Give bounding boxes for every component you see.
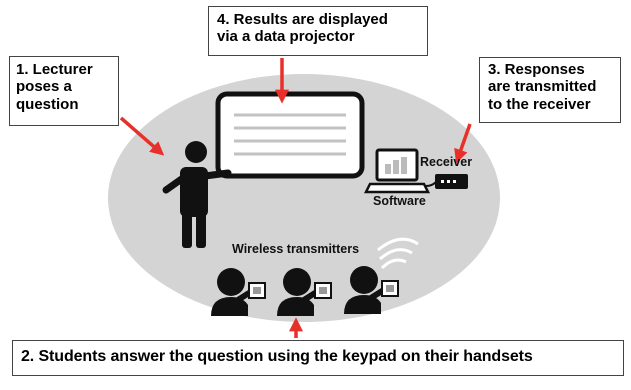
- callout-results: 4. Results are displayed via a data proj…: [208, 6, 428, 56]
- laptop-icon: [363, 148, 437, 194]
- callout-responses: 3. Responses are transmitted to the rece…: [479, 57, 621, 123]
- software-label: Software: [373, 194, 426, 208]
- person-pointing-icon: [162, 141, 232, 248]
- callout-lecturer: 1. Lecturer poses a question: [9, 56, 119, 126]
- projector-screen-icon: [215, 91, 365, 179]
- callout-results-line: via a data projector: [217, 28, 355, 46]
- callout-students: 2. Students answer the question using th…: [12, 340, 624, 376]
- wireless-transmitters-label: Wireless transmitters: [232, 242, 360, 256]
- student-with-handset-icon: [344, 266, 399, 314]
- callout-students-text: 2. Students answer the question using th…: [21, 348, 533, 365]
- callout-responses-line: 3. Responses: [488, 61, 585, 78]
- arrow-receiver: [454, 123, 472, 164]
- callout-lecturer-line: poses a: [16, 78, 72, 96]
- student-with-handset-icon: [277, 268, 332, 316]
- student-with-handset-icon: [211, 268, 266, 316]
- callout-results-line: 4. Results are displayed: [217, 11, 388, 28]
- callout-lecturer-line: question: [16, 95, 79, 113]
- wireless-signal-icon: [377, 237, 419, 270]
- callout-responses-line: are transmitted: [488, 78, 597, 96]
- callout-responses-line: to the receiver: [488, 95, 591, 113]
- callout-lecturer-line: 1. Lecturer: [16, 61, 93, 78]
- receiver-box-icon: [435, 174, 468, 189]
- receiver-label: Receiver: [420, 155, 473, 169]
- arrow-lecturer: [119, 116, 165, 156]
